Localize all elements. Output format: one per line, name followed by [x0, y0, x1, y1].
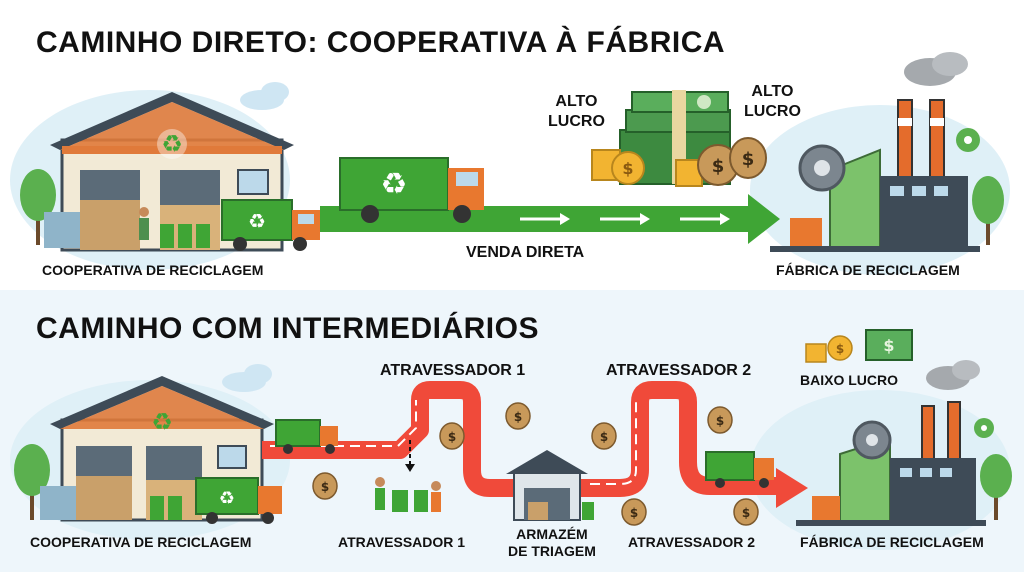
middleman1-top-label: ATRAVESSADOR 1 [380, 362, 526, 379]
svg-text:♻: ♻ [248, 209, 266, 233]
money-bag-icon: $ [439, 422, 465, 450]
svg-text:♻: ♻ [219, 488, 235, 509]
svg-text:$: $ [321, 480, 329, 494]
intermediary-cooperative-label: COOPERATIVA DE RECICLAGEM [30, 534, 252, 550]
recycle-icon: ♻ [151, 408, 173, 436]
tree-icon [980, 454, 1012, 520]
direct-path-panel: CAMINHO DIRETO: COOPERATIVA À FÁBRICA [10, 26, 1010, 278]
svg-text:$: $ [712, 156, 725, 177]
money-bag-icon: $ [707, 406, 733, 434]
garbage-truck-icon: ♻ [339, 157, 484, 223]
small-garbage-truck [705, 451, 774, 488]
direct-factory-label: FÁBRICA DE RECICLAGEM [776, 262, 960, 278]
direct-path-title: CAMINHO DIRETO: COOPERATIVA À FÁBRICA [36, 26, 726, 59]
cloud-icon [222, 364, 272, 392]
svg-text:$: $ [622, 159, 633, 178]
small-garbage-truck: ♻ [221, 199, 320, 251]
svg-text:$: $ [630, 506, 638, 520]
tree-icon [972, 176, 1004, 245]
intermediary-path-panel: CAMINHO COM INTERMEDIÁRIOS [0, 290, 1024, 572]
svg-text:$: $ [742, 149, 755, 170]
small-garbage-truck [275, 419, 338, 454]
svg-text:$: $ [742, 506, 750, 520]
recycling-bins [160, 224, 210, 248]
recycling-bins [150, 496, 182, 520]
tree-icon [14, 444, 50, 520]
middleman1-bottom-label: ATRAVESSADOR 1 [338, 534, 466, 550]
recycle-icon: ♻ [157, 129, 187, 159]
gear-icon [974, 418, 994, 438]
direct-sale-label: VENDA DIRETA [466, 244, 585, 261]
cloud-icon [240, 82, 289, 110]
money-bag-icon: $ [312, 472, 338, 500]
coin-stack-icon: $ [805, 335, 853, 363]
dashed-down-arrow [405, 440, 415, 472]
small-garbage-truck: ♻ [195, 477, 282, 524]
low-profit-label: BAIXO LUCRO [800, 372, 898, 388]
middleman2-bottom-label: ATRAVESSADOR 2 [628, 534, 756, 550]
direct-cooperative-label: COOPERATIVA DE RECICLAGEM [42, 262, 264, 278]
money-bag-icon: $ [729, 137, 767, 179]
intermediary-path-arrow [262, 381, 780, 497]
svg-text:$: $ [883, 336, 894, 355]
svg-text:$: $ [448, 430, 456, 444]
intermediary-path-title: CAMINHO COM INTERMEDIÁRIOS [36, 312, 539, 345]
money-bag-icon: $ [591, 422, 617, 450]
svg-text:$: $ [836, 342, 844, 356]
money-bag-icon: $ [505, 402, 531, 430]
path-arrowhead [776, 468, 808, 508]
svg-text:$: $ [514, 410, 522, 424]
middleman-workers [375, 477, 441, 512]
middleman2-top-label: ATRAVESSADOR 2 [606, 362, 752, 379]
money-stack-icon: $ [865, 329, 913, 361]
svg-text:♻: ♻ [381, 167, 408, 202]
svg-text:♻: ♻ [151, 408, 173, 436]
svg-text:♻: ♻ [161, 130, 183, 158]
money-bag-icon: $ [733, 498, 759, 526]
tree-icon [20, 169, 56, 245]
intermediary-path-illustration: ♻ ♻ [10, 329, 1012, 550]
coin-stack-icon: $ [591, 149, 703, 187]
sorting-warehouse [506, 450, 594, 521]
worker-figure [139, 207, 149, 240]
svg-text:$: $ [716, 414, 724, 428]
svg-text:$: $ [600, 430, 608, 444]
gear-icon [798, 144, 846, 192]
money-bag-icon: $ [697, 144, 739, 186]
gear-icon [956, 128, 980, 152]
money-bag-icon: $ [621, 498, 647, 526]
gear-icon [852, 420, 892, 460]
intermediary-factory-label: FÁBRICA DE RECICLAGEM [800, 534, 984, 550]
factory-building [796, 360, 986, 526]
direct-path-illustration: ♻ ♻ [10, 52, 1010, 275]
